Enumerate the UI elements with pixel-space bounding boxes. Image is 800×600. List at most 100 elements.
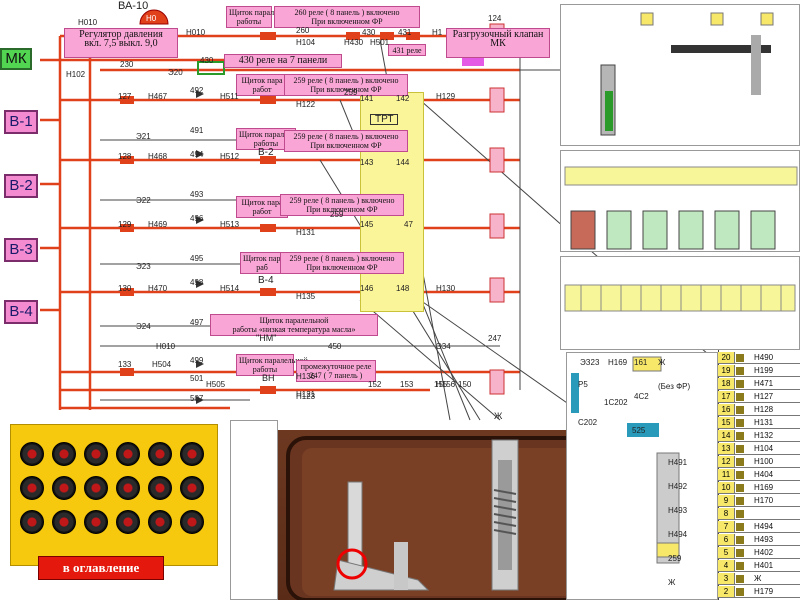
wire-label: Н468 (148, 152, 168, 161)
terminal-block-label: 259 (668, 554, 682, 563)
wire-label: 128 (118, 152, 132, 161)
terminal-screw-icon (736, 419, 744, 427)
trt-label: ТРТ (370, 114, 399, 125)
indicator-lamp (52, 476, 76, 500)
terminal-wire-label: Н169 (754, 483, 774, 492)
note-shield-4: Щиток пара работ (236, 196, 288, 218)
wire-label: Н131 (296, 228, 316, 237)
terminal-screw-icon (736, 562, 744, 570)
table-of-contents-button[interactable]: в оглавление (38, 556, 164, 580)
wire-label: 143 (360, 158, 374, 167)
terminal-screw-icon (736, 575, 744, 583)
terminal-wire-label: Н127 (754, 392, 774, 401)
indicator-lamp (180, 442, 204, 466)
terminal-block-label: Н493 (668, 506, 688, 515)
wire-label: Н121 (296, 390, 316, 399)
wire-label: 124 (488, 14, 502, 23)
terminal-wire-label: Н401 (754, 561, 774, 570)
terminal-screw-icon (736, 354, 744, 362)
relay-mechanism-illustration (286, 436, 592, 600)
terminal-number: 11 (718, 469, 735, 480)
terminal-number: 13 (718, 443, 735, 454)
indicator-lamp (116, 510, 140, 534)
v3-button[interactable]: В-3 (4, 238, 38, 262)
wire-label: 259 (330, 210, 344, 219)
terminal-screw-icon (736, 497, 744, 505)
mk-button[interactable]: МК (0, 48, 32, 70)
terminal-number: 9 (718, 495, 735, 506)
terminal-wire-label: Н493 (754, 535, 774, 544)
terminal-wire-label: Н170 (754, 496, 774, 505)
relay-detail-label: ЭЗ23 (580, 358, 600, 367)
terminal-strip-diagram (560, 256, 800, 350)
v2-button[interactable]: В-2 (4, 174, 38, 198)
terminal-number: 14 (718, 430, 735, 441)
wire-label: Э34 (436, 342, 451, 351)
terminal-wire-label: Ж (754, 574, 762, 583)
wire-label: 507 (190, 394, 204, 403)
wire-label: Н513 (220, 220, 240, 229)
terminal-screw-icon (736, 484, 744, 492)
terminal-number: 6 (718, 534, 735, 545)
indicator-lamp (148, 476, 172, 500)
relay-detail-label: (Без ФР) (658, 382, 691, 391)
wire-label: 150 (458, 380, 472, 389)
wire-label: Н104 (296, 38, 316, 47)
wire-label: Э24 (136, 322, 151, 331)
wire-label: Н123 (296, 392, 316, 401)
terminal-wire-label: Н179 (754, 587, 774, 596)
wire-label: 148 (396, 284, 410, 293)
terminal-wire-label: Н494 (754, 522, 774, 531)
v4-button[interactable]: В-4 (4, 300, 38, 324)
relay-detail-label: Р5 (578, 380, 588, 389)
wire-label: 141 (360, 94, 374, 103)
wire-label: 501 (190, 374, 204, 383)
terminal-wire-label: Н104 (754, 444, 774, 453)
wire-label: 497 (190, 318, 204, 327)
wire-label: Н010 (186, 28, 206, 37)
note-relay-259-2: 259 реле ( 8 панель ) включено При включ… (284, 130, 408, 152)
indicator-lamp (148, 442, 172, 466)
wire-label: 230 (120, 60, 134, 69)
v1-button[interactable]: В-1 (4, 110, 38, 134)
panel-wiring-illustration (600, 12, 774, 136)
wire-label: 496 (190, 214, 204, 223)
terminal-screw-icon (736, 406, 744, 414)
wire-label: Н430 (344, 38, 364, 47)
wire-label: Н129 (436, 92, 456, 101)
indicator-lamp (148, 510, 172, 534)
terminal-screw-icon (736, 458, 744, 466)
indicator-lamp (20, 442, 44, 466)
wire-label: Н102 (66, 70, 86, 79)
terminal-number: 16 (718, 404, 735, 415)
wire-label: Э21 (136, 132, 151, 141)
relay-panel-diagram (560, 4, 800, 146)
terminal-block-label: Н494 (668, 530, 688, 539)
terminal-number: 20 (718, 352, 735, 363)
wire-label: 491 (190, 126, 204, 135)
terminal-number: 10 (718, 482, 735, 493)
wire-label: Н512 (220, 152, 240, 161)
terminal-block-label: Н492 (668, 482, 688, 491)
wire-label: 47 (404, 220, 413, 229)
vn-label: ВН (262, 373, 275, 383)
zh-label: Ж (494, 411, 503, 421)
relay-detail-label: 525 (632, 426, 646, 435)
relay-detail-label: 4С2 (634, 392, 649, 401)
terminal-screw-icon (736, 588, 744, 596)
wire-label: 155 (434, 380, 448, 389)
v4-inline-label: В-4 (258, 275, 274, 286)
terminal-number: 2 (718, 586, 735, 597)
wire-label: 499 (190, 356, 204, 365)
terminal-screw-icon (736, 510, 744, 518)
wire-label: 260 (296, 26, 310, 35)
rack-illustration (564, 166, 798, 250)
terminal-row: 6 Н493 (718, 534, 800, 546)
terminal-block-label: Н491 (668, 458, 688, 467)
terminal-wire-label: Н131 (754, 418, 774, 427)
